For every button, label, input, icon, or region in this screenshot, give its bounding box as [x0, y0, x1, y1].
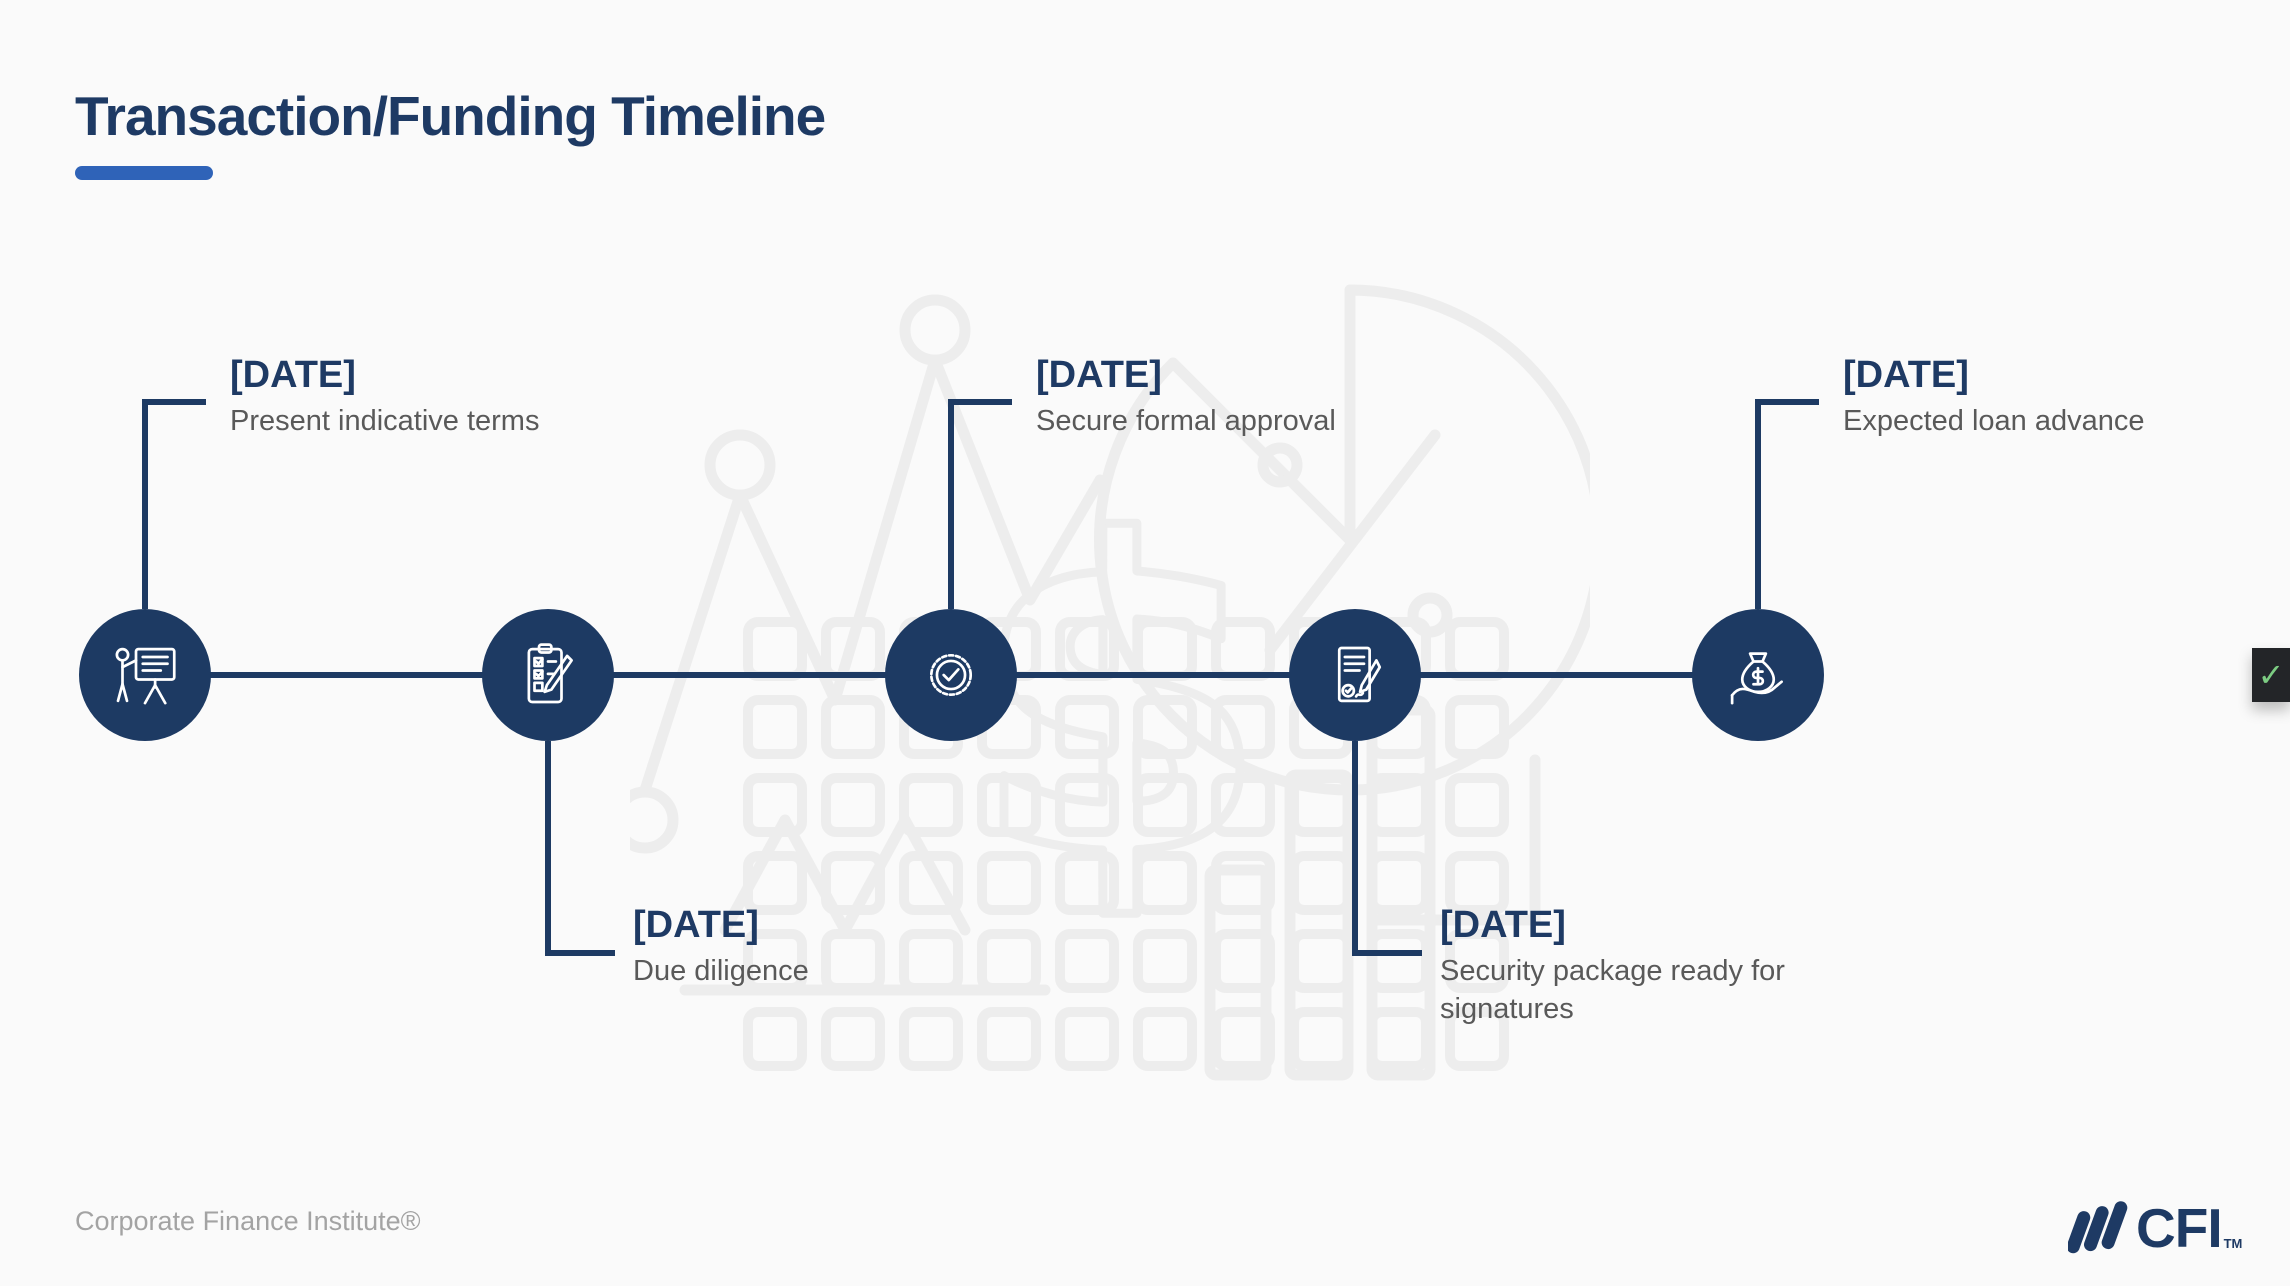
event-connector-elbow: [1755, 399, 1819, 405]
status-check-overlay[interactable]: ✓: [2252, 648, 2290, 702]
presentation-icon: [115, 647, 176, 705]
event-description: Due diligence: [633, 955, 809, 987]
cfi-logo: CFI TM: [2068, 1197, 2243, 1259]
event-label: [DATE] Secure formal approval: [1036, 352, 1456, 440]
event-connector-elbow: [142, 399, 206, 405]
svg-text:$: $: [970, 452, 1269, 952]
event-description: Secure formal approval: [1036, 405, 1336, 437]
event-label: [DATE] Expected loan advance: [1843, 352, 2263, 440]
cfi-logo-bars-icon: [2068, 1201, 2128, 1254]
event-label: [DATE] Present indicative terms: [230, 352, 650, 440]
footer-brand-text: Corporate Finance Institute®: [75, 1206, 421, 1236]
event-connector-elbow: [948, 399, 1012, 405]
event-connector-vertical: [1755, 399, 1761, 609]
event-connector-elbow: [1352, 950, 1422, 956]
event-description: Expected loan advance: [1843, 405, 2145, 437]
checklist-icon: [527, 643, 573, 704]
event-connector-vertical: [545, 741, 551, 956]
event-connector-vertical: [948, 399, 954, 609]
signature-document-icon: [1337, 646, 1382, 703]
event-description: Security package ready for signatures: [1440, 955, 1785, 1025]
event-description: Present indicative terms: [230, 405, 540, 437]
timeline-node: [482, 609, 614, 741]
timeline-node: [1692, 609, 1824, 741]
cfi-logo-tm: TM: [2223, 1236, 2243, 1251]
event-date: [DATE]: [633, 904, 759, 946]
loan-advance-icon: [1730, 652, 1783, 705]
event-label: [DATE] Security package ready for signat…: [1440, 902, 1860, 1028]
cfi-logo-text: CFI: [2136, 1197, 2223, 1259]
event-connector-vertical: [1352, 741, 1358, 956]
event-date: [DATE]: [1843, 354, 1969, 396]
event-date: [DATE]: [1440, 904, 1566, 946]
timeline-node: [885, 609, 1017, 741]
event-label: [DATE] Due diligence: [633, 902, 1053, 990]
timeline-node: [79, 609, 211, 741]
event-connector-vertical: [142, 399, 148, 609]
timeline-node: [1289, 609, 1421, 741]
approval-badge-icon: [929, 653, 973, 697]
check-icon: ✓: [2257, 657, 2285, 693]
page-title: Transaction/Funding Timeline: [75, 85, 826, 147]
title-underline: [75, 166, 213, 180]
event-connector-elbow: [545, 950, 615, 956]
event-date: [DATE]: [230, 354, 356, 396]
event-date: [DATE]: [1036, 354, 1162, 396]
